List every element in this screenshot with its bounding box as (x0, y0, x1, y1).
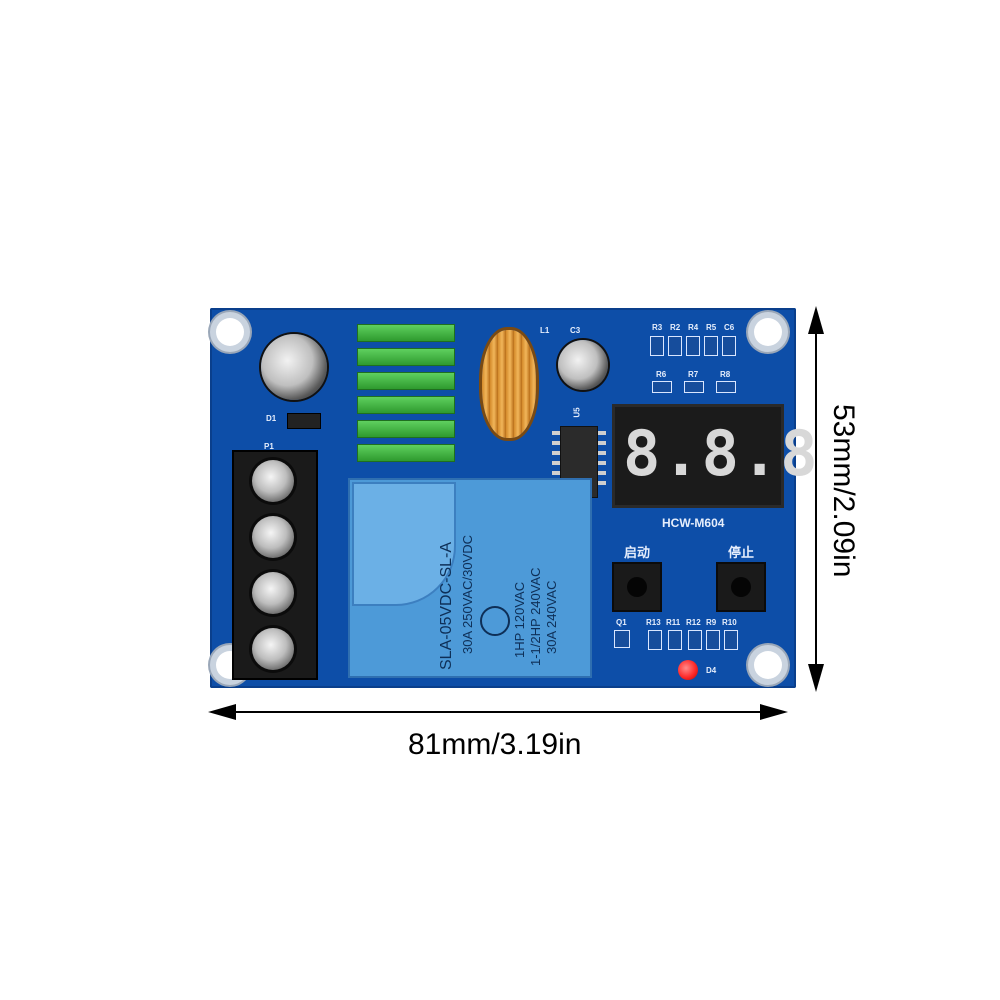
silk-r7: R7 (688, 370, 699, 379)
start-button-label: 启动 (624, 545, 651, 560)
heatsink-fin (357, 348, 455, 366)
display-value: 8.8.8 (623, 417, 820, 490)
smd-footprint (716, 381, 736, 393)
silk-c6: C6 (724, 323, 735, 332)
relay-cover (352, 482, 456, 606)
heatsink-fin (357, 396, 455, 414)
heatsink-fin (357, 324, 455, 342)
smd-footprint (686, 336, 700, 356)
chip-pin (598, 441, 606, 445)
smd-footprint (688, 630, 702, 650)
seven-segment-display: 8.8.8 (612, 404, 818, 508)
smd-footprint (668, 630, 682, 650)
stop-button[interactable] (716, 562, 766, 612)
height-arrow-bottom-head (808, 664, 824, 692)
button-cap (627, 577, 647, 597)
chip-pin (552, 451, 560, 455)
chip-pin (598, 471, 606, 475)
silk-r13: R13 (646, 618, 661, 627)
silk-r9: R9 (706, 618, 717, 627)
silk-r2: R2 (670, 323, 681, 332)
capacitor-icon (558, 340, 608, 390)
heatsink-fin (357, 420, 455, 438)
button-cap (731, 577, 751, 597)
silk-q1: Q1 (616, 618, 627, 627)
start-button[interactable] (612, 562, 662, 612)
smd-footprint (668, 336, 682, 356)
chip-pin (552, 461, 560, 465)
chip-pin (552, 471, 560, 475)
silk-r5: R5 (706, 323, 717, 332)
chip-pin (552, 431, 560, 435)
silk-p1: P1 (264, 442, 274, 451)
chip-pin (598, 451, 606, 455)
mounting-hole (754, 651, 782, 679)
silk-r8: R8 (720, 370, 731, 379)
smd-footprint (706, 630, 720, 650)
width-label: 81mm/3.19in (408, 728, 582, 761)
silk-r10: R10 (722, 618, 737, 627)
smd-footprint (614, 630, 630, 648)
smd-footprint (648, 630, 662, 650)
smd-footprint (650, 336, 664, 356)
stop-button-label: 停止 (728, 545, 755, 560)
smd-footprint (724, 630, 738, 650)
smd-footprint (722, 336, 736, 356)
silk-r4: R4 (688, 323, 699, 332)
height-arrow-top-head (808, 306, 824, 334)
smd-footprint (652, 381, 672, 393)
smd-footprint (704, 336, 718, 356)
terminal-screw-icon (252, 572, 294, 614)
silk-r3: R3 (652, 323, 663, 332)
capacitor-icon (261, 334, 327, 400)
chip-pin (552, 441, 560, 445)
silk-l1: L1 (540, 326, 550, 335)
model-label: HCW-M604 (662, 516, 725, 530)
height-label: 53mm/2.09in (827, 404, 860, 578)
silk-r11: R11 (666, 618, 681, 627)
heatsink-icon (353, 322, 459, 472)
silk-d4: D4 (706, 666, 717, 675)
cqc-logo-icon (480, 606, 510, 636)
silk-d1: D1 (266, 414, 277, 423)
silk-r6: R6 (656, 370, 667, 379)
terminal-screw-icon (252, 516, 294, 558)
heatsink-fin (357, 444, 455, 462)
width-arrow-right-head (760, 704, 788, 720)
chip-pin (598, 431, 606, 435)
mounting-hole (216, 318, 244, 346)
mounting-hole (754, 318, 782, 346)
silk-r12: R12 (686, 618, 701, 627)
width-arrow-left-head (208, 704, 236, 720)
heatsink-fin (357, 372, 455, 390)
inductor-icon (482, 330, 536, 438)
silk-c3: C3 (570, 326, 581, 335)
terminal-screw-icon (252, 628, 294, 670)
terminal-screw-icon (252, 460, 294, 502)
smd-footprint (684, 381, 704, 393)
diode-icon (287, 413, 321, 429)
led-icon (678, 660, 698, 680)
chip-pin (598, 481, 606, 485)
chip-pin (598, 461, 606, 465)
